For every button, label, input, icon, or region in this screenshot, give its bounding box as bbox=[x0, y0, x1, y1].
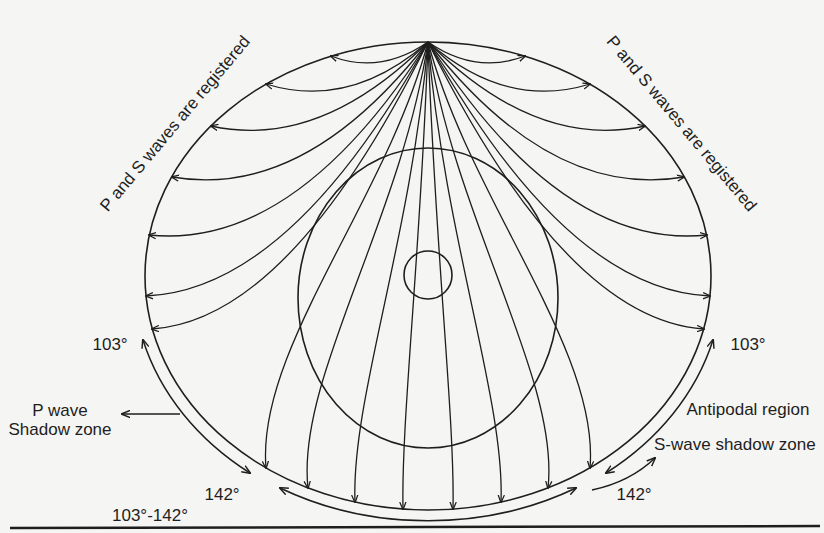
zone-label: P wave Shadow zone bbox=[5, 401, 115, 440]
zone-arcs bbox=[122, 340, 713, 521]
zone-label: Antipodal region bbox=[687, 400, 810, 420]
core-rays bbox=[265, 42, 590, 509]
ground-line bbox=[10, 526, 820, 528]
outer-core bbox=[298, 148, 558, 448]
angle-label: 103° bbox=[93, 335, 128, 355]
angle-label: 142° bbox=[205, 485, 240, 505]
surface-rays bbox=[146, 42, 710, 329]
angle-label: 103° bbox=[731, 335, 766, 355]
inner-core bbox=[404, 251, 452, 299]
angle-label: 142° bbox=[617, 485, 652, 505]
earth-outline bbox=[145, 42, 711, 510]
range-label: 103°-142° bbox=[112, 506, 188, 526]
arc-label: P and S waves are registered bbox=[96, 32, 254, 215]
zone-label: S-wave shadow zone bbox=[654, 435, 816, 455]
arc-label: P and S waves are registered bbox=[602, 32, 760, 215]
